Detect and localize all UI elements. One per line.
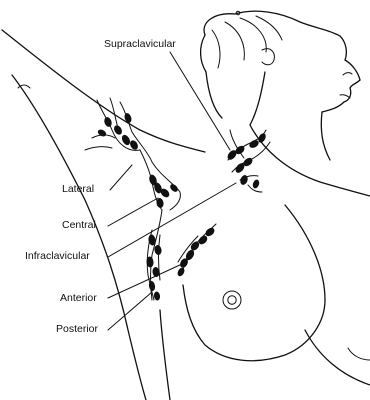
label-supraclavicular: Supraclavicular: [104, 38, 176, 50]
leader-supraclavicular: [170, 52, 230, 150]
lymphatic-chain-lateral: [85, 98, 180, 300]
torso-outline: [160, 205, 370, 400]
leader-posterior: [108, 292, 152, 330]
lymph-nodes-clavicular: [226, 132, 267, 189]
lymph-nodes-central: [148, 174, 179, 209]
label-posterior: Posterior: [56, 323, 98, 335]
label-anterior: Anterior: [60, 292, 97, 304]
head-outline: [201, 11, 360, 112]
arm-outline: [2, 30, 205, 400]
label-leader-lines: [108, 52, 236, 330]
leader-lateral: [110, 165, 132, 190]
lymph-nodes-lateral: [97, 112, 140, 151]
lymph-nodes-anterior: [176, 226, 216, 277]
leader-anterior: [108, 264, 182, 298]
label-central: Central: [62, 219, 96, 231]
leader-infraclavicular: [108, 183, 236, 257]
label-lateral: Lateral: [62, 183, 94, 195]
label-infraclavicular: Infraclavicular: [25, 250, 90, 262]
neck-shoulder-outline: [206, 72, 370, 196]
leader-central: [108, 198, 158, 226]
